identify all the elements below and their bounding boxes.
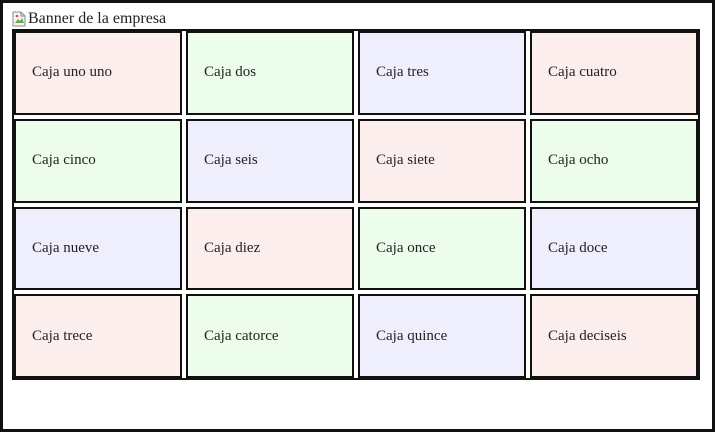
- box-label: Caja deciseis: [548, 327, 627, 344]
- box-1: Caja uno uno: [14, 31, 182, 115]
- box-11: Caja once: [358, 206, 526, 291]
- box-13: Caja trece: [14, 294, 182, 378]
- box-label: Caja cuatro: [548, 64, 617, 81]
- box-4: Caja cuatro: [530, 31, 698, 115]
- box-15: Caja quince: [358, 294, 526, 378]
- box-label: Caja diez: [204, 239, 261, 256]
- box-6: Caja seis: [186, 118, 354, 203]
- box-label: Caja doce: [548, 239, 608, 256]
- box-8: Caja ocho: [530, 118, 698, 203]
- company-banner-image: Banner de la empresa: [12, 10, 166, 28]
- box-7: Caja siete: [358, 118, 526, 203]
- box-label: Caja dos: [204, 64, 257, 81]
- box-label: Caja siete: [376, 152, 435, 169]
- box-label: Caja ocho: [548, 152, 609, 169]
- box-label: Caja uno uno: [32, 64, 112, 81]
- box-label: Caja once: [376, 239, 436, 256]
- box-label: Caja trece: [32, 327, 93, 344]
- box-10: Caja diez: [186, 206, 354, 291]
- box-label: Caja quince: [376, 327, 448, 344]
- box-label: Caja catorce: [204, 327, 279, 344]
- box-12: Caja doce: [530, 206, 698, 291]
- box-grid: Caja uno uno Caja dos Caja tres Caja cua…: [12, 29, 700, 380]
- box-14: Caja catorce: [186, 294, 354, 378]
- box-16: Caja deciseis: [530, 294, 698, 378]
- box-2: Caja dos: [186, 31, 354, 115]
- box-label: Caja nueve: [32, 239, 100, 256]
- box-label: Caja seis: [204, 152, 258, 169]
- box-3: Caja tres: [358, 31, 526, 115]
- banner-alt-text: Banner de la empresa: [28, 10, 167, 27]
- box-label: Caja cinco: [32, 152, 96, 169]
- box-5: Caja cinco: [14, 118, 182, 203]
- box-label: Caja tres: [376, 64, 429, 81]
- broken-image-icon: [12, 11, 26, 27]
- box-9: Caja nueve: [14, 206, 182, 291]
